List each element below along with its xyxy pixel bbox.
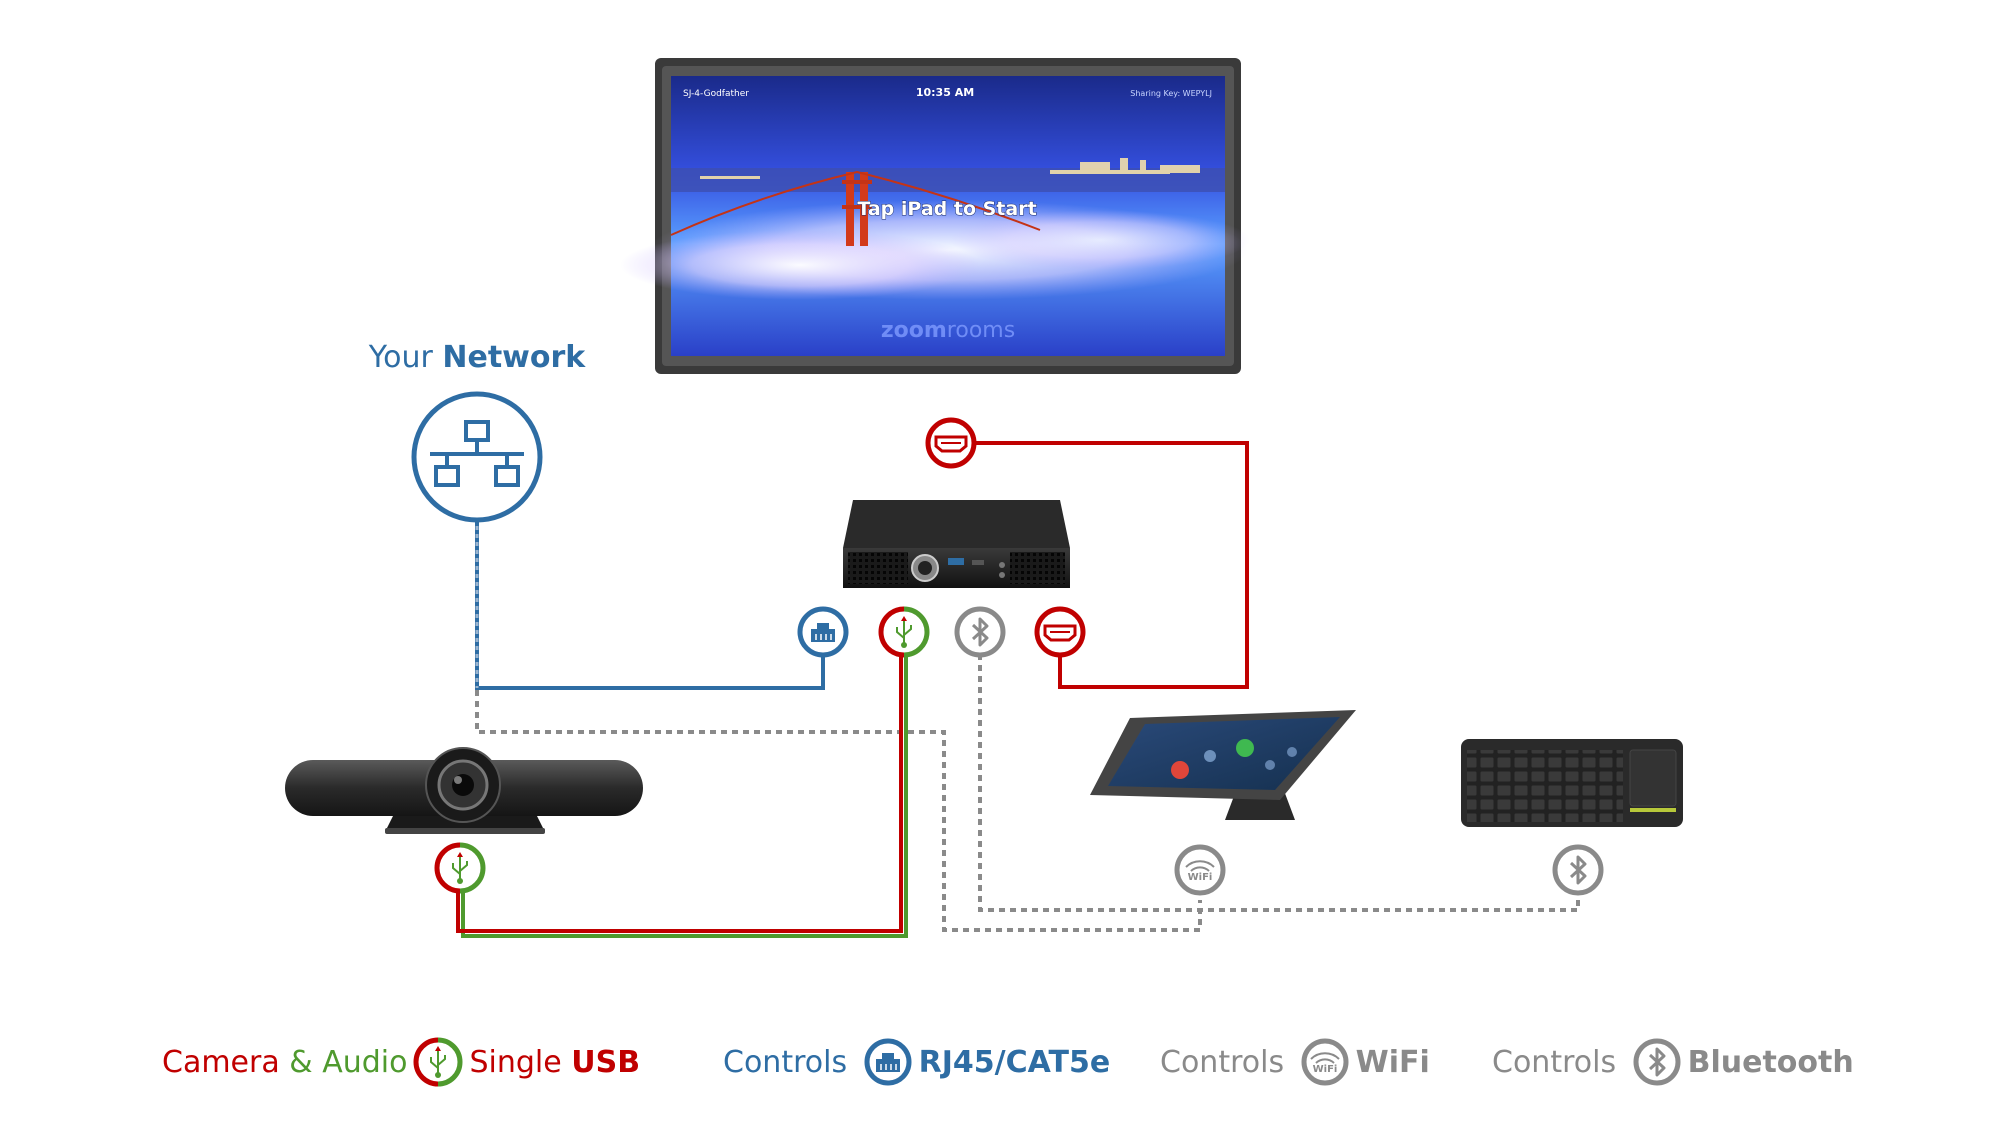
legend-rj45: Controls RJ45/CAT5e (723, 1030, 1110, 1094)
usb-icon (434, 842, 486, 894)
usb-icon (413, 1037, 463, 1087)
legend-amp-text: & (279, 1044, 323, 1080)
legend-bluetooth: Controls Bluetooth (1492, 1030, 1854, 1094)
legend-wifi-prefix: Controls (1160, 1044, 1294, 1080)
legend-audio-text: Audio (322, 1044, 408, 1080)
legend-single-text: Single (469, 1044, 572, 1080)
usb-icon (878, 606, 930, 658)
wifi-icon: WiFi (1174, 844, 1226, 896)
legend-bluetooth-prefix: Controls (1492, 1044, 1626, 1080)
usb-cable-green (461, 656, 908, 938)
svg-text:WiFi: WiFi (1312, 1064, 1337, 1075)
cables (456, 441, 1580, 938)
display-brand: zoomrooms (881, 318, 1015, 343)
legend-bluetooth-text: Bluetooth (1687, 1044, 1854, 1080)
display-room-name: SJ-4-Godfather (683, 89, 749, 99)
legend-usb-text: USB (571, 1044, 641, 1080)
tablet-controller (1090, 710, 1356, 820)
legend-camera-text: Camera (162, 1044, 280, 1080)
usb-cable-red (456, 656, 903, 933)
network-cable (475, 518, 825, 690)
network-label: Your Network (368, 340, 587, 375)
bluetooth-icon (1552, 844, 1604, 896)
bluetooth-link (978, 654, 1580, 912)
legend-wifi: Controls WiFi WiFi (1160, 1030, 1430, 1094)
display-screen: SJ-4-Godfather 10:35 AM Sharing Key: WEP… (620, 58, 1250, 374)
display-prompt: Tap iPad to Start (857, 198, 1036, 220)
legend-rj45-text: RJ45/CAT5e (918, 1044, 1111, 1080)
legend-rj45-prefix: Controls (723, 1044, 857, 1080)
svg-text:WiFi: WiFi (1188, 872, 1213, 883)
ethernet-icon (864, 1038, 912, 1086)
camera-bar (285, 747, 643, 834)
legend-camera-audio-usb: Camera & Audio Single USB (162, 1030, 640, 1094)
legend-wifi-text: WiFi (1355, 1044, 1430, 1080)
wireless-keyboard (1461, 739, 1683, 827)
display-sharing-key: Sharing Key: WEPYLJ (1130, 89, 1212, 98)
network-icon (411, 391, 543, 523)
bluetooth-icon (954, 606, 1006, 658)
wifi-link (475, 690, 1202, 932)
wifi-icon: WiFi (1301, 1038, 1349, 1086)
bluetooth-icon (1633, 1038, 1681, 1086)
display-time: 10:35 AM (916, 86, 974, 99)
ethernet-icon (797, 606, 849, 658)
hdmi-cable-display (970, 441, 1249, 689)
hdmi-icon (1034, 606, 1086, 658)
hdmi-icon (925, 417, 977, 469)
mini-pc (843, 500, 1070, 588)
